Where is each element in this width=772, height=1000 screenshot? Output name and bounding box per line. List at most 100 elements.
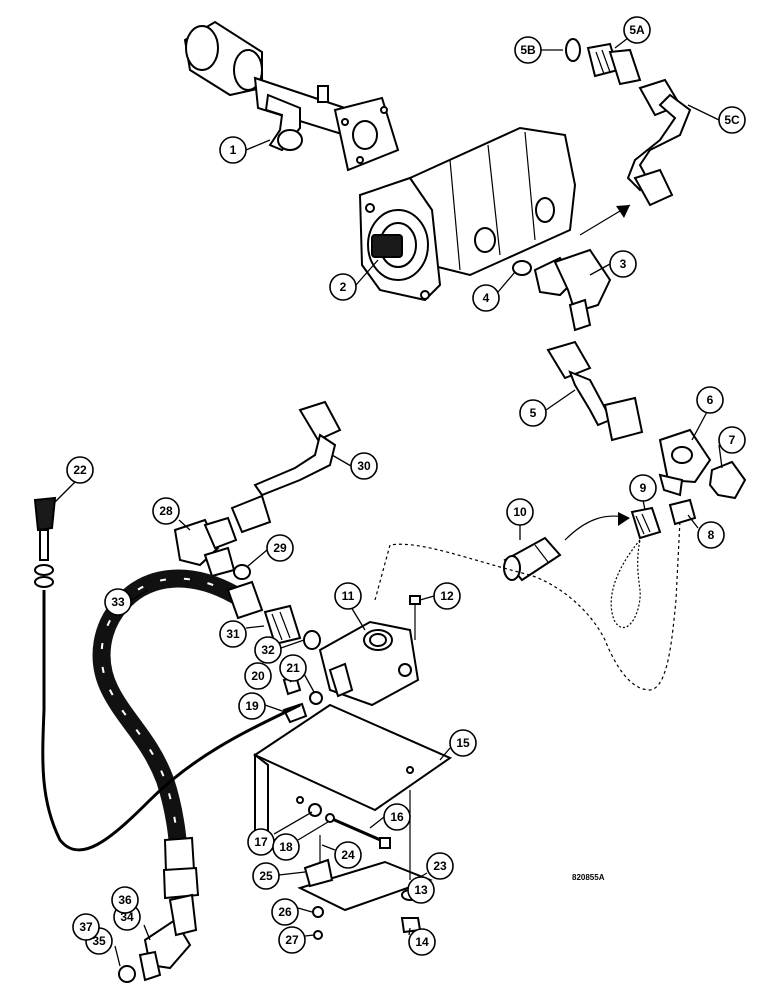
callout-5: 5 bbox=[519, 399, 547, 427]
svg-text:5C: 5C bbox=[724, 113, 740, 127]
svg-text:12: 12 bbox=[440, 589, 454, 603]
callout-12: 12 bbox=[433, 582, 461, 610]
callout-5a: 5A bbox=[623, 16, 651, 44]
flow-arrow bbox=[579, 204, 631, 236]
callout-20: 20 bbox=[244, 662, 272, 690]
hose-33-drawing bbox=[92, 569, 264, 900]
fitting-31-drawing bbox=[263, 604, 302, 646]
callout-31: 31 bbox=[219, 620, 247, 648]
tube-30-drawing bbox=[230, 400, 342, 534]
svg-text:3: 3 bbox=[620, 257, 627, 271]
svg-text:28: 28 bbox=[159, 504, 173, 518]
svg-text:22: 22 bbox=[73, 463, 87, 477]
washer-nut-26-27-drawing bbox=[312, 906, 324, 940]
arrow-10-head bbox=[618, 512, 630, 526]
svg-text:14: 14 bbox=[415, 935, 429, 949]
callout-22: 22 bbox=[66, 456, 94, 484]
clamp-24-25-drawing bbox=[303, 835, 334, 888]
o-ring-35-37-drawing bbox=[118, 965, 136, 983]
callout-1: 1 bbox=[219, 136, 247, 164]
bracket-15-drawing bbox=[252, 703, 453, 850]
callout-5b: 5B bbox=[514, 36, 542, 64]
callout-10: 10 bbox=[506, 498, 534, 526]
quick-coupler-10-drawing bbox=[503, 536, 562, 582]
callout-5c: 5C bbox=[718, 106, 746, 134]
callout-32: 32 bbox=[254, 636, 282, 664]
callout-15: 15 bbox=[449, 729, 477, 757]
svg-text:13: 13 bbox=[414, 883, 428, 897]
callout-27: 27 bbox=[278, 926, 306, 954]
hose-routing-line bbox=[374, 519, 681, 691]
svg-text:10: 10 bbox=[513, 505, 527, 519]
adapter-8-drawing bbox=[668, 498, 697, 526]
callout-2: 2 bbox=[329, 273, 357, 301]
svg-text:33: 33 bbox=[111, 595, 125, 609]
callout-4: 4 bbox=[472, 284, 500, 312]
gear-pump-drawing bbox=[358, 126, 577, 302]
svg-text:27: 27 bbox=[285, 933, 299, 947]
svg-text:31: 31 bbox=[226, 627, 240, 641]
bolt-16-drawing bbox=[308, 803, 391, 849]
callout-3: 3 bbox=[609, 250, 637, 278]
svg-text:25: 25 bbox=[259, 869, 273, 883]
svg-text:9: 9 bbox=[640, 481, 647, 495]
callout-25: 25 bbox=[252, 862, 280, 890]
svg-text:30: 30 bbox=[357, 459, 371, 473]
callout-9: 9 bbox=[629, 474, 657, 502]
callout-7: 7 bbox=[718, 426, 746, 454]
elbow-34-36-drawing bbox=[138, 893, 198, 982]
svg-text:24: 24 bbox=[341, 848, 355, 862]
svg-text:20: 20 bbox=[251, 669, 265, 683]
callout-18: 18 bbox=[272, 833, 300, 861]
tube-5-drawing bbox=[546, 340, 644, 442]
o-ring-29-drawing bbox=[233, 564, 251, 580]
coupler-9-drawing bbox=[630, 506, 662, 540]
svg-text:11: 11 bbox=[342, 589, 355, 603]
svg-text:18: 18 bbox=[279, 840, 293, 854]
svg-text:17: 17 bbox=[254, 835, 268, 849]
tee-fitting-6-drawing bbox=[658, 428, 712, 497]
callout-33: 33 bbox=[104, 588, 132, 616]
svg-text:5: 5 bbox=[530, 406, 537, 420]
inlet-manifold-drawing bbox=[183, 20, 400, 172]
callout-36: 36 bbox=[111, 886, 139, 914]
svg-text:6: 6 bbox=[707, 393, 714, 407]
svg-text:4: 4 bbox=[483, 291, 490, 305]
svg-text:29: 29 bbox=[273, 541, 287, 555]
callout-37: 37 bbox=[72, 913, 100, 941]
callout-16: 16 bbox=[383, 803, 411, 831]
callout-14: 14 bbox=[408, 928, 436, 956]
o-ring-32-drawing bbox=[303, 630, 321, 650]
svg-text:37: 37 bbox=[79, 920, 93, 934]
svg-text:1: 1 bbox=[230, 143, 237, 157]
callout-24: 24 bbox=[334, 841, 362, 869]
svg-text:5A: 5A bbox=[629, 23, 645, 37]
fitting-5a-drawing bbox=[586, 42, 642, 86]
callout-13: 13 bbox=[407, 876, 435, 904]
svg-text:2: 2 bbox=[340, 280, 347, 294]
svg-text:36: 36 bbox=[118, 893, 132, 907]
callout-6: 6 bbox=[696, 386, 724, 414]
svg-text:7: 7 bbox=[729, 433, 736, 447]
callout-28: 28 bbox=[152, 497, 180, 525]
drawing-reference-code: 820855A bbox=[572, 873, 605, 882]
callout-8: 8 bbox=[697, 521, 725, 549]
callout-21: 21 bbox=[279, 654, 307, 682]
svg-text:16: 16 bbox=[390, 810, 404, 824]
svg-text:35: 35 bbox=[92, 934, 106, 948]
elbow-7-drawing bbox=[708, 460, 747, 500]
svg-text:21: 21 bbox=[286, 661, 300, 675]
svg-text:26: 26 bbox=[278, 905, 292, 919]
svg-text:8: 8 bbox=[708, 528, 715, 542]
elbow-28-drawing bbox=[173, 516, 238, 578]
callout-19: 19 bbox=[238, 692, 266, 720]
o-ring-4-drawing bbox=[512, 260, 532, 276]
svg-text:5B: 5B bbox=[520, 43, 536, 57]
valve-11-drawing bbox=[318, 620, 420, 707]
svg-text:32: 32 bbox=[261, 643, 275, 657]
tube-5c-drawing bbox=[626, 78, 692, 207]
dust-cap-chain-drawing bbox=[610, 539, 641, 629]
callout-23: 23 bbox=[426, 852, 454, 880]
callout-11: 11 bbox=[334, 582, 362, 610]
